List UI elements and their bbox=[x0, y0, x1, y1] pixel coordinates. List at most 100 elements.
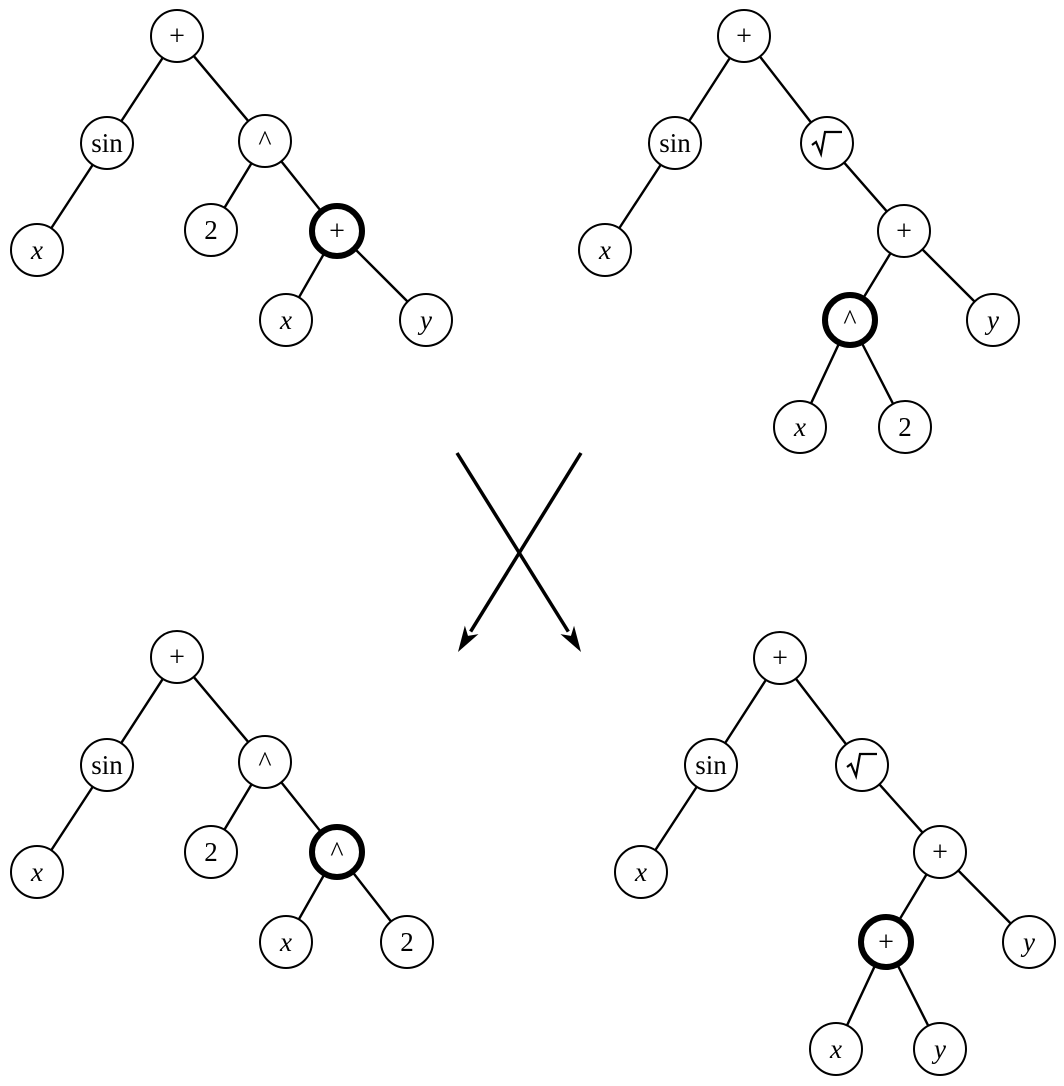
node-circle bbox=[80, 738, 134, 792]
tree-node bbox=[800, 116, 854, 170]
tree-edge bbox=[687, 56, 732, 123]
node-label: sin bbox=[659, 128, 691, 158]
node-circle bbox=[800, 116, 854, 170]
node-label: x bbox=[793, 412, 806, 442]
tree-node: sin bbox=[648, 116, 702, 170]
node-circle bbox=[10, 223, 64, 277]
tree-node: ^ bbox=[238, 735, 292, 789]
node-circle bbox=[913, 1022, 967, 1076]
highlighted-node-circle bbox=[309, 824, 365, 880]
node-circle bbox=[578, 223, 632, 277]
node-circle bbox=[238, 735, 292, 789]
node-label: + bbox=[169, 21, 185, 52]
node-label: sin bbox=[91, 128, 123, 158]
crossover-point-node: + bbox=[309, 203, 365, 259]
arrow-shaft bbox=[469, 452, 583, 633]
tree-edge bbox=[898, 873, 928, 921]
tree-edge bbox=[50, 163, 94, 230]
tree-edges bbox=[50, 54, 1012, 1027]
tree-edge bbox=[618, 163, 662, 230]
tree-node: + bbox=[877, 204, 931, 258]
node-label: x bbox=[279, 927, 292, 957]
tree-edge bbox=[758, 55, 813, 124]
tree-node: x bbox=[10, 845, 64, 899]
node-label: ^ bbox=[843, 305, 856, 336]
node-circle bbox=[878, 400, 932, 454]
node-circle bbox=[684, 738, 738, 792]
tree-node: + bbox=[717, 9, 771, 63]
tree-node: + bbox=[913, 825, 967, 879]
tree-edge bbox=[280, 781, 322, 833]
crossover-arrow bbox=[455, 452, 581, 652]
square-root-icon bbox=[811, 130, 842, 158]
arrowhead-icon bbox=[458, 625, 479, 652]
tree-node: y bbox=[1002, 915, 1056, 969]
node-circle bbox=[184, 203, 238, 257]
node-label: sin bbox=[695, 750, 727, 780]
tree-node: ^ bbox=[238, 114, 292, 168]
node-label: x bbox=[279, 305, 292, 335]
node-circle bbox=[877, 204, 931, 258]
tree-edge bbox=[192, 54, 250, 123]
tree-edge bbox=[842, 161, 889, 213]
node-circle bbox=[150, 630, 204, 684]
node-label: y bbox=[1020, 927, 1035, 957]
tree-edge bbox=[119, 677, 165, 745]
node-label: ^ bbox=[258, 126, 271, 157]
tree-edge bbox=[896, 964, 930, 1027]
node-label: x bbox=[30, 235, 43, 265]
tree-edge bbox=[921, 248, 976, 303]
tree-node: y bbox=[399, 293, 453, 347]
tree-edge bbox=[297, 873, 326, 921]
node-circle bbox=[835, 738, 889, 792]
tree-node: x bbox=[614, 845, 668, 899]
tree-edge bbox=[223, 783, 253, 831]
tree-edge bbox=[351, 871, 393, 923]
node-label: + bbox=[169, 642, 185, 673]
tree-edge bbox=[860, 341, 895, 406]
tree-node: sin bbox=[80, 116, 134, 170]
parent-1-edges bbox=[50, 54, 409, 303]
tree-node: y bbox=[913, 1022, 967, 1076]
tree-edge bbox=[50, 785, 94, 852]
tree-edge bbox=[120, 56, 164, 123]
tree-node: 2 bbox=[184, 825, 238, 879]
parent-1-tree: + sin ^ x 2 + x y bbox=[10, 9, 453, 347]
node-label: 2 bbox=[204, 837, 218, 867]
highlighted-node-circle bbox=[309, 203, 365, 259]
node-circle bbox=[809, 1022, 863, 1076]
arrowhead-icon bbox=[560, 625, 581, 652]
tree-edge bbox=[192, 675, 250, 744]
node-label: + bbox=[736, 21, 752, 52]
tree-node: + bbox=[150, 9, 204, 63]
tree-edge bbox=[957, 869, 1012, 925]
node-label: x bbox=[634, 857, 647, 887]
node-label: 2 bbox=[204, 215, 218, 245]
node-label: ^ bbox=[258, 747, 271, 778]
tree-edge bbox=[809, 342, 841, 405]
tree-edge bbox=[654, 785, 698, 852]
node-circle bbox=[259, 915, 313, 969]
tree-node: x bbox=[259, 915, 313, 969]
node-label: ^ bbox=[330, 837, 343, 868]
tree-edge bbox=[723, 678, 768, 745]
tree-edge bbox=[297, 252, 326, 299]
node-label: y bbox=[931, 1034, 946, 1064]
node-label: y bbox=[417, 305, 432, 335]
child-1-edges bbox=[50, 675, 393, 923]
tree-node: + bbox=[753, 631, 807, 685]
node-circle bbox=[717, 9, 771, 63]
tree-edge bbox=[862, 252, 892, 299]
node-circle bbox=[238, 114, 292, 168]
node-label: + bbox=[932, 837, 948, 868]
tree-edge bbox=[794, 677, 848, 746]
node-circle bbox=[1002, 915, 1056, 969]
node-circle bbox=[259, 293, 313, 347]
node-circle bbox=[380, 915, 434, 969]
node-circle bbox=[913, 825, 967, 879]
